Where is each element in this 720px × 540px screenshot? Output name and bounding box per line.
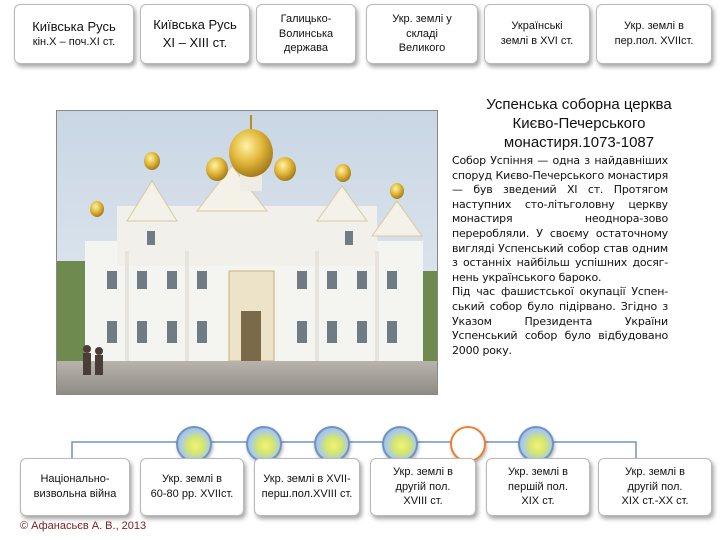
nav-tab-line: складі [406,27,438,40]
timeline-dot[interactable] [176,426,212,462]
cathedral-photo [56,110,438,395]
nav-tab-line: Галицько- [280,12,332,25]
nav-tab-line: пер.пол. XVIIст. [614,35,694,47]
nav-tab-line: Укр. землі в [625,465,685,478]
nav-tab-17th-century-60-80[interactable]: Укр. землі в 60-80 рр. XVIIст. [140,458,244,516]
page-title: Успенська соборна церква Києво-Печерсько… [444,96,714,152]
article-paragraph: Собор Успіння — одна з найдавніших спору… [452,154,668,284]
nav-tab-line: XIX ст. [521,495,555,508]
nav-tab-line: визвольна війна [33,488,117,500]
timeline-dot-active[interactable] [450,426,486,462]
nav-tab-19th-century-first-half[interactable]: Укр. землі в першій пол. XIX ст. [486,458,590,516]
title-line: Успенська соборна церква [486,96,672,113]
nav-tab-18th-century-second-half[interactable]: Укр. землі в другій пол. XVIII ст. [370,458,476,516]
nav-tab-line: Укр. землі в [508,465,568,478]
title-line: Києво-Печерського [512,114,646,132]
nav-tab-line: Київська Русь [32,18,116,34]
nav-tab-line: Укр. землі в [624,20,684,33]
nav-tab-kyivan-rus-early[interactable]: Київська Русь кін.Х – поч.ХІ ст. [14,4,134,64]
nav-tab-line: другій пол. [627,480,683,493]
nav-tab-line: другій пол. [395,480,451,493]
cathedral-illustration [57,111,437,394]
nav-tab-line: 60-80 рр. XVIIст. [150,488,234,500]
timeline-dot[interactable] [314,426,350,462]
nav-tab-line: Київська Русь [153,17,237,33]
nav-tab-line: Українські [511,20,563,33]
nav-tab-line: Укр. землі в [162,473,222,486]
nav-tab-line: держава [284,42,328,55]
nav-tab-line: Великого [398,42,446,55]
nav-tab-liberation-war[interactable]: Національно- визвольна війна [20,458,130,516]
nav-tab-19th-20th-century[interactable]: Укр. землі в другій пол. XIX ст.-ХХ ст. [598,458,712,516]
copyright: © Афанасьєв А. В., 2013 [20,520,147,532]
nav-tab-line: кін.Х – поч.ХІ ст. [32,36,116,49]
nav-tab-17th-century-first-half[interactable]: Укр. землі в пер.пол. XVIIст. [596,4,712,64]
nav-tab-line: землі в XVI ст. [500,35,574,47]
nav-tab-line: XIX ст.-ХХ ст. [621,495,689,508]
article-text: Собор Успіння — одна з найдавніших спору… [452,154,668,358]
nav-tab-line: Національно- [40,473,110,486]
article-paragraph: Під час фашистської окупації Успен-ський… [452,285,668,357]
timeline-dot[interactable] [382,426,418,462]
nav-tab-line: Укр. землі в [393,465,453,478]
title-line: монастиря.1073-1087 [503,133,655,151]
nav-tab-line: XVIII ст. [403,495,443,508]
nav-tab-17th-18th-century[interactable]: Укр. землі в XVII- перш.пол.XVIII ст. [254,458,360,516]
nav-tab-galicia-volhynia[interactable]: Галицько- Волинська держава [256,4,356,64]
nav-tab-kyivan-rus-late[interactable]: Київська Русь ХІ – ХІІІ ст. [140,4,250,64]
nav-tab-line: Укр. землі у [392,12,452,25]
nav-tab-line: Волинська [278,27,334,40]
nav-tab-grand-duchy[interactable]: Укр. землі у складі Великого [366,4,478,64]
timeline-dot[interactable] [246,426,282,462]
nav-tab-line: першій пол. [508,480,568,493]
timeline-dot[interactable] [518,426,554,462]
nav-tab-16th-century[interactable]: Українські землі в XVI ст. [484,4,590,64]
nav-tab-line: ХІ – ХІІІ ст. [162,35,228,50]
nav-tab-line: перш.пол.XVIII ст. [261,488,353,500]
nav-tab-line: Укр. землі в XVII- [263,473,351,486]
